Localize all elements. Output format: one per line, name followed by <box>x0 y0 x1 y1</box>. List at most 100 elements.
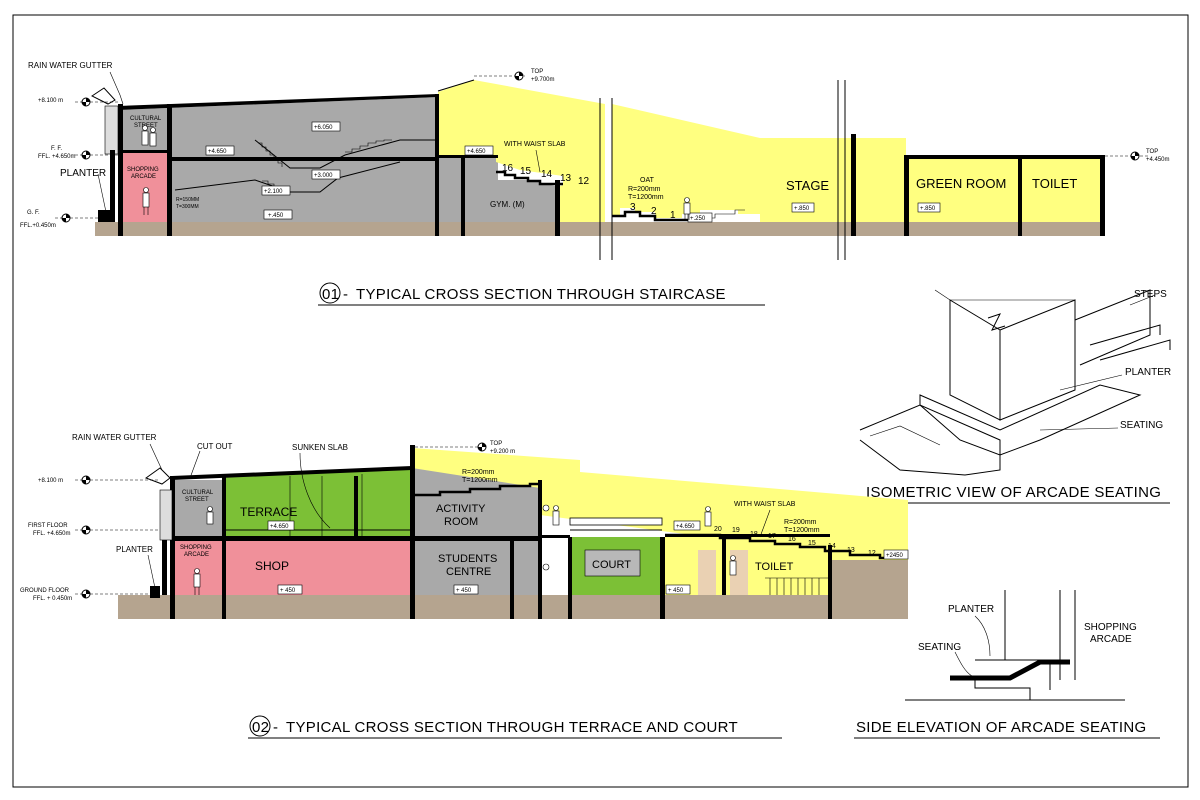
side-elevation: PLANTER SEATING SHOPPING ARCADE SIDE ELE… <box>854 590 1160 739</box>
s2-planter-leader <box>147 554 156 589</box>
s1-top-right-b: +4.450m <box>1146 157 1170 163</box>
iso-step-2 <box>1099 339 1171 361</box>
s2-students-2: CENTRE <box>446 566 491 578</box>
s2-tag-2450-box <box>883 549 909 560</box>
s1-stage-fill <box>760 138 906 222</box>
s1-gym-slab <box>438 155 498 158</box>
s1-tag-4650b-box <box>464 145 494 156</box>
s1-wall-left <box>118 104 123 236</box>
s2-rt-t: T=1200mm <box>462 477 498 484</box>
s2-step-14: 14 <box>828 543 836 550</box>
s2-level-8100: +8.100 m <box>38 478 63 484</box>
s1-green-slab <box>906 155 1102 159</box>
s2-step-12: 12 <box>868 550 876 557</box>
s2-step-19: 19 <box>732 527 740 534</box>
s2-rt-r: R=200mm <box>462 469 495 476</box>
s1-left-col <box>110 150 115 222</box>
s1-step-16: 16 <box>502 163 514 174</box>
s1-planter-label: PLANTER <box>60 168 106 179</box>
s2-cultural-street-2: STREET <box>185 497 209 503</box>
s1-wall-463 <box>461 155 465 236</box>
s2-title-prefix: - <box>273 719 278 736</box>
s2-students-1: STUDENTS <box>438 553 497 565</box>
s1-tag-850a-box <box>791 202 815 213</box>
s2-top-b: +9.200 m <box>490 449 515 455</box>
s2-parapet <box>159 489 173 541</box>
s1-step-2: 2 <box>651 206 657 217</box>
s2-sunken-slab-label: SUNKEN SLAB <box>292 443 348 452</box>
s2-court-lip <box>540 535 570 538</box>
s2-activity-1: ACTIVITY <box>436 503 486 515</box>
s2-planter-label: PLANTER <box>116 545 153 554</box>
s2-step-18: 18 <box>750 531 758 538</box>
s1-waist-leader <box>535 149 541 173</box>
s1-gym-grey <box>463 158 555 222</box>
s2-tag-4650b: +4.650 <box>676 524 695 530</box>
se-seating-label: SEATING <box>918 642 961 653</box>
s1-gym-steps <box>496 170 563 186</box>
s1-gutter-leader <box>109 71 124 105</box>
s1-shopping-arcade-1: SHOPPING <box>127 167 159 173</box>
s2-tag-450b: + 450 <box>456 588 472 594</box>
s2-level-ff-b: FFL. +4.650m <box>33 531 71 537</box>
s2-step-20: 20 <box>714 526 722 533</box>
s1-wall-1020 <box>1018 155 1022 236</box>
se-shopping-1: SHOPPING <box>1084 622 1137 633</box>
s2-wall-662 <box>660 537 665 619</box>
s2-tag-4650b-box <box>673 520 701 531</box>
s1-title-prefix: - <box>343 286 348 303</box>
s2-court-steps <box>665 533 908 560</box>
s1-oat-r: R=200mm <box>628 186 661 193</box>
s2-step-17: 17 <box>768 533 776 540</box>
s1-level-8100: +8.100 m <box>38 98 63 104</box>
section-02: +8.100 m FIRST FLOOR FFL. +4.650m GROUND… <box>20 433 909 739</box>
se-planter-label: PLANTER <box>948 604 994 615</box>
s2-step-16: 16 <box>788 536 796 543</box>
s1-tag-4650b: +4.650 <box>467 149 486 155</box>
s2-wall-172 <box>170 476 175 619</box>
s1-tag-450-box <box>263 209 293 220</box>
s1-tag-6050: +6.050 <box>314 125 333 131</box>
s1-tag-2100: +2.100 <box>264 189 283 195</box>
s1-level-ff-a: F. F. <box>51 146 62 152</box>
s2-activity-2: ROOM <box>444 516 478 528</box>
s1-planter-leader <box>97 173 107 213</box>
s2-top-a: TOP <box>490 441 502 447</box>
s1-gutter <box>91 87 116 105</box>
s1-tag-250-box <box>687 212 713 223</box>
iso-column-top <box>934 289 1075 301</box>
s2-activity-steps <box>415 482 540 497</box>
iso-break-mark <box>987 313 1006 331</box>
s1-wall-905 <box>904 155 909 236</box>
s2-wall-224 <box>222 476 226 619</box>
s1-number: 01 <box>322 286 339 303</box>
s1-tag-6050-box <box>311 121 341 132</box>
s1-step-13: 13 <box>560 173 572 184</box>
s2-tag-4650a-box <box>267 520 295 531</box>
s1-tag-3000: +3.000 <box>314 173 333 179</box>
s1-tag-2100-box <box>261 185 291 196</box>
se-title: SIDE ELEVATION OF ARCADE SEATING <box>856 719 1147 736</box>
iso-planter-box <box>1074 289 1151 366</box>
s2-wall-724 <box>722 537 726 595</box>
s2-ground-rise <box>830 560 908 595</box>
s1-top-right-a: TOP <box>1146 149 1158 155</box>
s2-level-gf-b: FFL. + 0.450m <box>33 596 72 602</box>
s2-tag-2450: +2450 <box>886 553 904 559</box>
s1-tag-250: +.250 <box>690 216 706 222</box>
s2-tag-4650a: +4.650 <box>270 524 289 530</box>
s2-level-ff-a: FIRST FLOOR <box>28 523 68 529</box>
s1-tag-850a: +.850 <box>794 206 810 212</box>
s1-step-3: 3 <box>630 202 636 213</box>
s1-number-circle <box>319 282 341 304</box>
se-shopping-2: ARCADE <box>1090 634 1132 645</box>
iso-seating-leader <box>1039 427 1119 431</box>
s2-step-15: 15 <box>808 540 816 547</box>
s1-top-left-a: TOP <box>531 69 543 75</box>
s2-planter <box>150 586 160 598</box>
s2-cultural-fill <box>172 480 224 538</box>
s1-rain-water-gutter-label: RAIN WATER GUTTER <box>28 61 113 70</box>
s1-step-12: 12 <box>578 176 590 187</box>
s1-yellow-oat <box>612 104 760 218</box>
s1-stair-t: T=300MM <box>176 204 199 210</box>
